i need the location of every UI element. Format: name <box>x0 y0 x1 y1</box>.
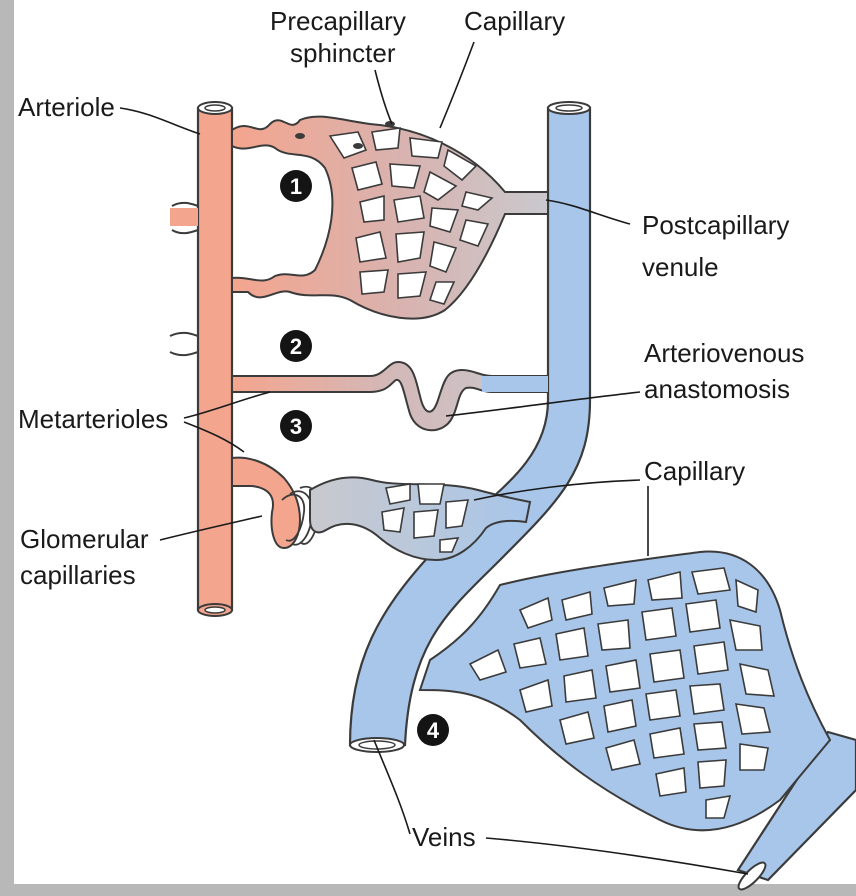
label-arteriovenous: Arteriovenous <box>644 338 804 368</box>
label-sphincter: sphincter <box>290 38 396 68</box>
label-capillary-top: Capillary <box>464 6 565 36</box>
label-venule: venule <box>642 252 719 282</box>
label-capillary-mid: Capillary <box>644 456 745 486</box>
svg-text:1: 1 <box>290 174 302 199</box>
svg-text:4: 4 <box>427 718 440 743</box>
capillary-bed-1 <box>232 117 548 319</box>
label-arteriole: Arteriole <box>18 92 115 122</box>
label-veins: Veins <box>412 822 476 852</box>
marker-2: 2 <box>280 330 312 362</box>
capillary-bed-4 <box>420 552 830 831</box>
arteriole-trunk <box>170 102 232 616</box>
marker-1: 1 <box>280 170 312 202</box>
label-glomerular: Glomerular <box>20 524 149 554</box>
svg-text:3: 3 <box>290 414 302 439</box>
label-anastomosis: anastomosis <box>644 374 790 404</box>
marker-3: 3 <box>280 410 312 442</box>
marker-4: 4 <box>417 714 449 746</box>
label-postcapillary: Postcapillary <box>642 210 789 240</box>
label-metarterioles: Metarterioles <box>18 404 168 434</box>
label-capillaries: capillaries <box>20 560 136 590</box>
label-precapillary: Precapillary <box>270 6 406 36</box>
svg-text:2: 2 <box>290 334 302 359</box>
av-anastomosis <box>232 362 548 430</box>
